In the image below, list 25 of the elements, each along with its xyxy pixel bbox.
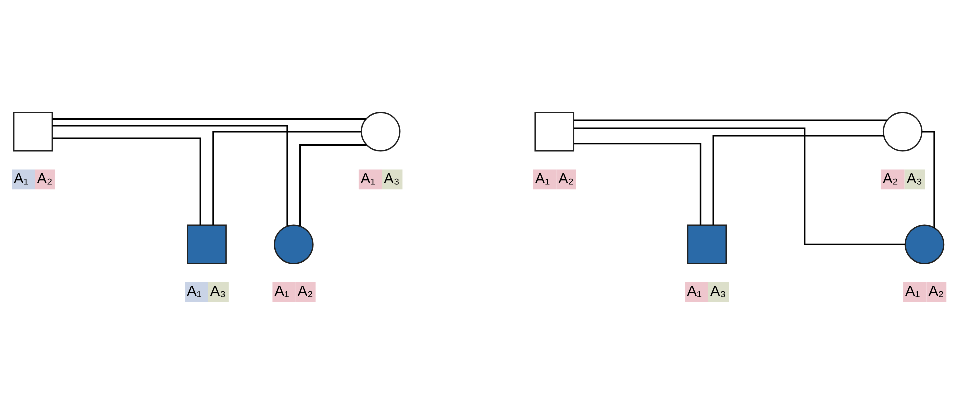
connector xyxy=(922,131,936,228)
connector xyxy=(574,143,702,226)
connector xyxy=(212,131,362,226)
node-circle xyxy=(882,112,923,152)
node-label: A₁ A₃ xyxy=(687,284,726,300)
node-box xyxy=(187,224,227,265)
connector xyxy=(52,125,288,226)
connector xyxy=(300,144,367,226)
node-label: A₁ A₂ xyxy=(274,284,314,300)
node-circle xyxy=(360,112,401,152)
connector xyxy=(52,118,366,120)
connector xyxy=(574,120,888,122)
node-box xyxy=(687,224,728,265)
node-label: A₁ A₂ xyxy=(906,284,944,300)
node-label: A₁ A₂ xyxy=(14,171,53,188)
node-box xyxy=(13,112,54,152)
node-circle xyxy=(904,224,945,265)
node-box xyxy=(534,112,575,152)
node-circle xyxy=(274,224,314,265)
node-label: A₂ A₃ xyxy=(882,171,922,188)
connector xyxy=(52,138,202,226)
connector xyxy=(712,135,884,226)
node-label: A₁ A₃ xyxy=(360,171,400,188)
node-label: A₁ A₃ xyxy=(187,284,226,300)
node-label: A₁ A₂ xyxy=(535,171,574,188)
